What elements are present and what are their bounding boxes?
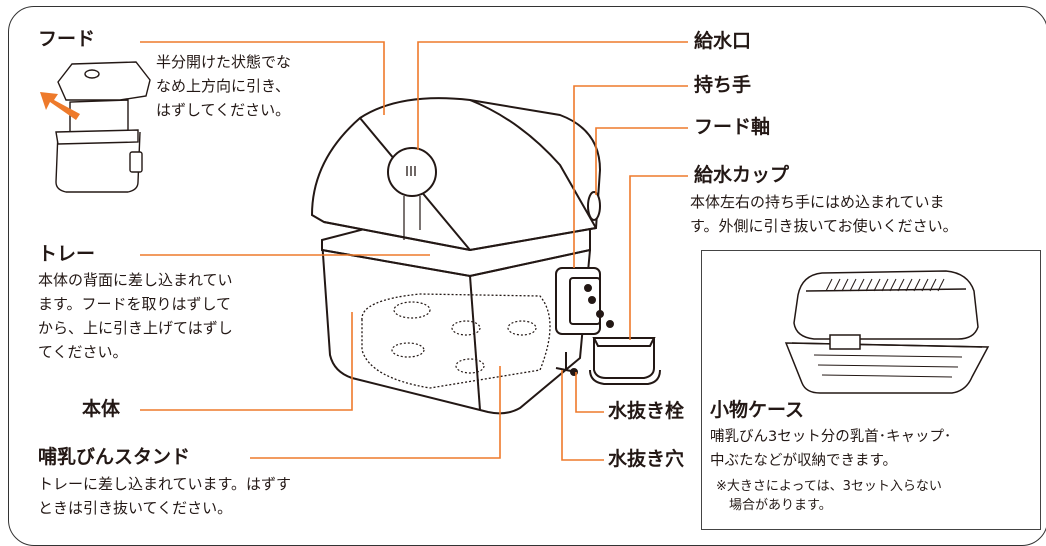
- label-handle: 持ち手: [694, 74, 752, 96]
- small-case-illustration: [784, 270, 990, 394]
- desc-small-case: 哺乳びん3セット分の乳首･キャップ･ 中ぶたなどが収納できます。: [710, 429, 952, 469]
- hood-removal-illustration: [55, 61, 151, 193]
- main-unit-illustration: [310, 97, 661, 415]
- label-drain-hole: 水抜き穴: [608, 448, 685, 470]
- desc-water-cup: 本体左右の持ち手にはめ込まれていま す。外側に引き抜いてお使いください。: [690, 193, 958, 235]
- label-hood-axis: フード軸: [694, 116, 771, 138]
- label-water-inlet: 給水口: [694, 30, 752, 52]
- removal-arrow: [40, 92, 80, 120]
- leader-lines: [140, 41, 688, 461]
- label-bottle-stand: 哺乳びんスタンド: [38, 446, 191, 468]
- case-vent-slots: [825, 278, 945, 292]
- label-hood: フード: [38, 28, 96, 50]
- desc-bottle-stand: トレーに差し込まれています。はずす ときは引き抜いてください。: [38, 475, 292, 517]
- label-drain-plug: 水抜き栓: [608, 400, 685, 422]
- label-water-cup: 給水カップ: [694, 164, 790, 186]
- label-tray: トレー: [38, 243, 96, 265]
- desc-tray: 本体の背面に差し込まれてい ます。フードを取りはずして から、上に引き上げてはず…: [38, 271, 233, 361]
- label-small-case: 小物ケース: [710, 399, 805, 421]
- small-case-inset: 小物ケース 哺乳びん3セット分の乳首･キャップ･ 中ぶたなどが収納できます。 ※…: [701, 250, 1041, 530]
- note-small-case: ※大きさによっては、3セット入らない 場合があります。: [716, 479, 942, 513]
- desc-hood: 半分開けた状態でな なめ上方向に引き、 はずしてください。: [156, 53, 292, 119]
- label-body: 本体: [82, 398, 121, 420]
